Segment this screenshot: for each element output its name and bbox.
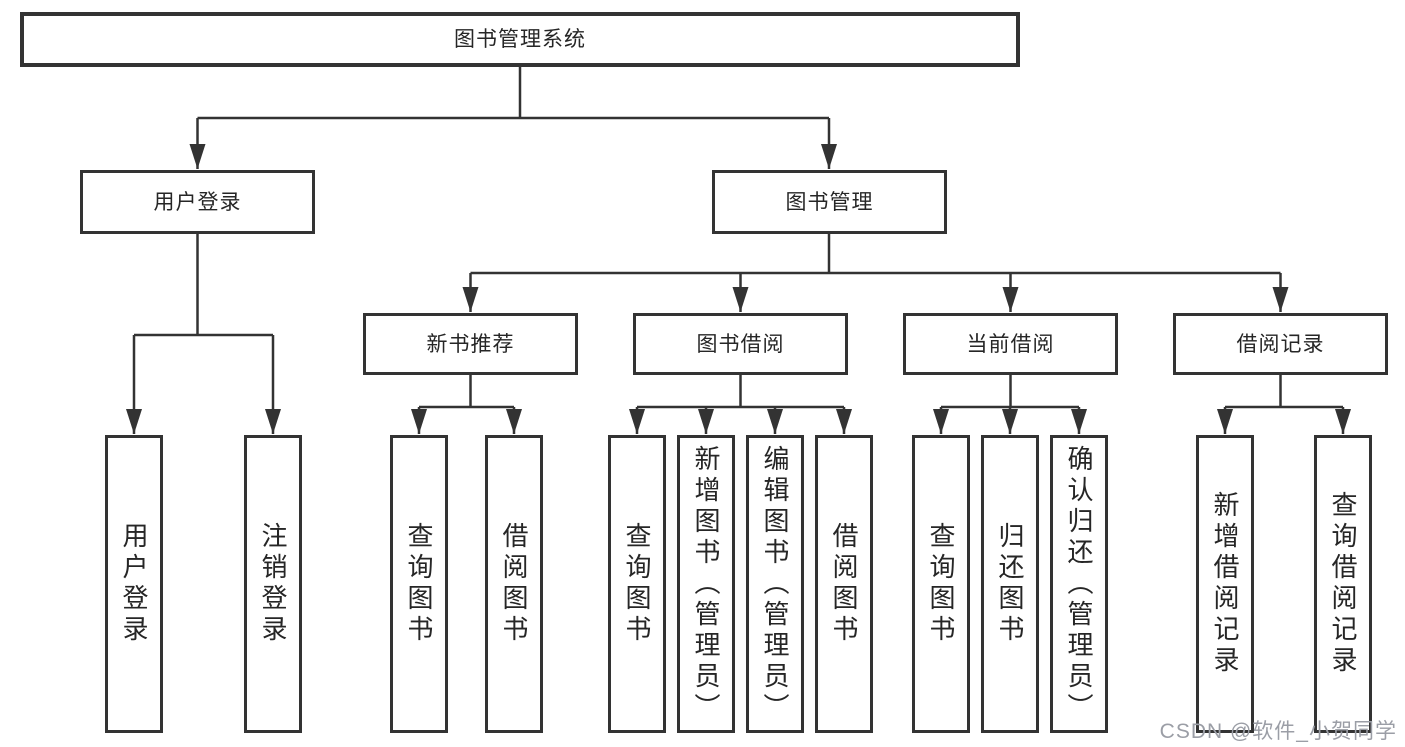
node-library-management-system: 图书管理系统 <box>20 12 1020 67</box>
node-book-management: 图书管理 <box>712 170 947 234</box>
csdn-watermark: CSDN @软件_小贺同学 <box>1159 720 1397 743</box>
leaf-borrow-books-recommend: 借阅图书 <box>485 435 543 733</box>
leaf-query-books-borrowing: 查询图书 <box>608 435 666 733</box>
leaf-edit-book-admin: 编辑图书（管理员） <box>746 435 804 733</box>
leaf-add-book-admin: 新增图书（管理员） <box>677 435 735 733</box>
leaf-query-borrow-record: 查询借阅记录 <box>1314 435 1372 733</box>
leaf-query-books-recommend: 查询图书 <box>390 435 448 733</box>
leaf-return-books: 归还图书 <box>981 435 1039 733</box>
node-new-book-recommendation: 新书推荐 <box>363 313 578 375</box>
leaf-logout: 注销登录 <box>244 435 302 733</box>
node-book-borrowing: 图书借阅 <box>633 313 848 375</box>
leaf-borrow-books-borrowing: 借阅图书 <box>815 435 873 733</box>
leaf-query-books-current: 查询图书 <box>912 435 970 733</box>
leaf-confirm-return-admin: 确认归还（管理员） <box>1050 435 1108 733</box>
leaf-user-login: 用户登录 <box>105 435 163 733</box>
node-current-borrowing: 当前借阅 <box>903 313 1118 375</box>
leaf-add-borrow-record: 新增借阅记录 <box>1196 435 1254 733</box>
node-borrowing-records: 借阅记录 <box>1173 313 1388 375</box>
node-user-login: 用户登录 <box>80 170 315 234</box>
